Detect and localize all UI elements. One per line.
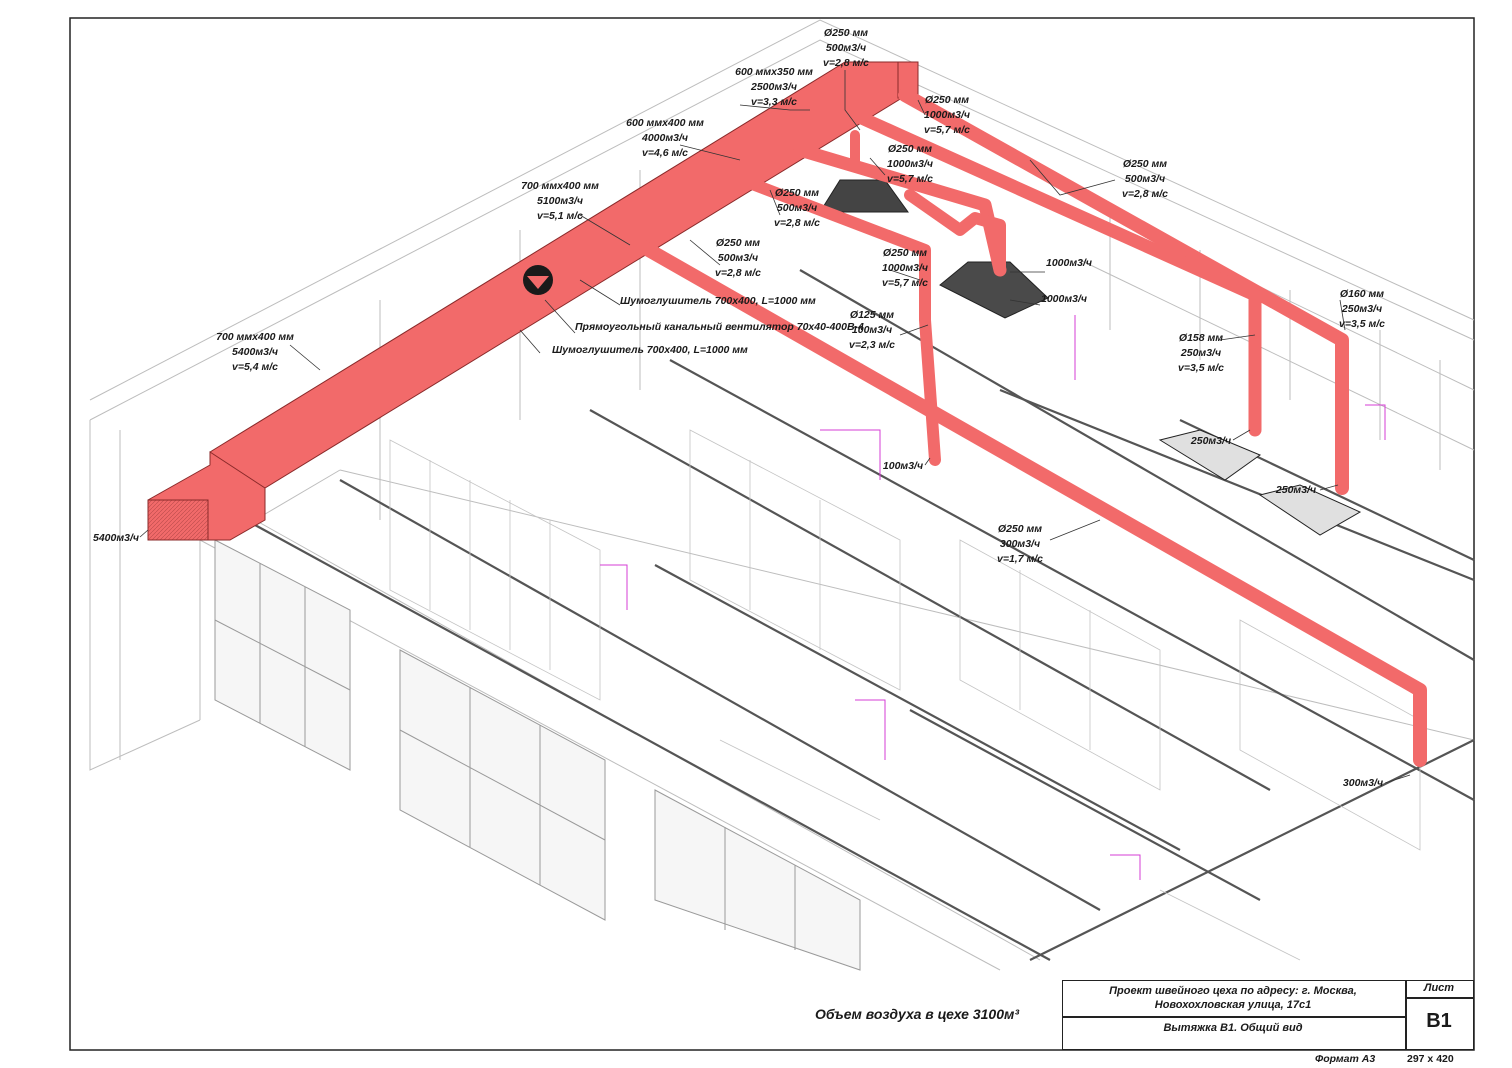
interior-furniture [389, 429, 1421, 961]
svg-text:250м3/ч: 250м3/ч [1275, 484, 1316, 496]
annotation: 1000м3/ч [1046, 257, 1092, 269]
svg-text:5400м3/ч: 5400м3/ч [93, 532, 139, 544]
branch-4 [749, 179, 941, 466]
duct-outlet [147, 499, 209, 541]
sheet-frame [69, 17, 1475, 1051]
annotation: 1000м3/ч [1041, 293, 1087, 305]
svg-text:Шумоглушитель 700х400, L=1000: Шумоглушитель 700х400, L=1000 мм [552, 344, 748, 356]
sheet-number: В1 [1426, 1010, 1452, 1032]
annotation: 300м3/ч [1343, 777, 1383, 789]
duct-fan-icon [523, 265, 553, 295]
branch-7 [904, 189, 1006, 276]
format-label: Формат А3 [1315, 1053, 1376, 1065]
drawing-title: Вытяжка В1. Общий вид [1163, 1022, 1303, 1034]
air-volume-note: Объем воздуха в цехе 3100м³ [815, 1006, 1020, 1022]
svg-text:250м3/ч: 250м3/ч [1190, 435, 1231, 447]
title-block-divider [1405, 981, 1407, 1049]
sheet-label: Лист [1423, 982, 1455, 994]
facade-windows [214, 539, 861, 971]
svg-text:Шумоглушитель 700х400, L=1000: Шумоглушитель 700х400, L=1000 мм [620, 295, 816, 307]
branch-1 [898, 88, 1349, 495]
svg-text:1000м3/ч: 1000м3/ч [1046, 257, 1092, 269]
title-block-divider [1063, 1016, 1405, 1018]
annotation: 250м3/ч [1190, 435, 1231, 447]
svg-text:100м3/ч: 100м3/ч [883, 460, 923, 472]
annotation: Шумоглушитель 700х400, L=1000 мм [620, 295, 816, 307]
electrical-drops [600, 315, 1386, 880]
exhaust-hoods [819, 179, 1362, 536]
title-block [1062, 980, 1474, 1050]
annotation: Прямоугольный канальный вентилятор 70х40… [575, 321, 864, 333]
project-title: Проект швейного цеха по адресу: г. Москв… [1109, 985, 1357, 1011]
svg-text:Прямоугольный канальный вентил: Прямоугольный канальный вентилятор 70х40… [575, 321, 864, 333]
annotation: 5400м3/ч [93, 532, 139, 544]
annotation: 250м3/ч [1275, 484, 1316, 496]
annotation: Шумоглушитель 700х400, L=1000 мм [552, 344, 748, 356]
title-block-divider [1405, 997, 1473, 999]
svg-text:1000м3/ч: 1000м3/ч [1041, 293, 1087, 305]
leader-lines [139, 70, 1411, 784]
annotation: 100м3/ч [883, 460, 923, 472]
exhaust-ducts [147, 61, 1427, 767]
svg-text:300м3/ч: 300м3/ч [1343, 777, 1383, 789]
branch-2 [848, 108, 1262, 437]
format-size: 297 х 420 [1407, 1053, 1454, 1065]
branch-5 [633, 238, 1427, 767]
